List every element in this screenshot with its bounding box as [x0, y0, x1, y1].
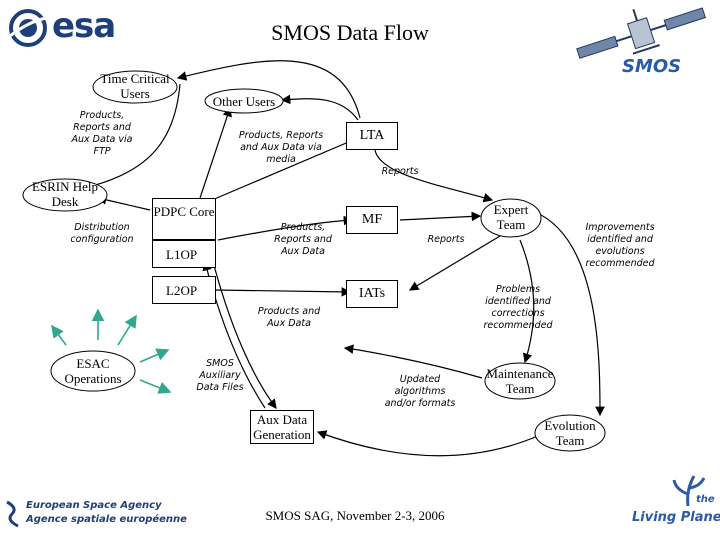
living-planet-the: the — [696, 494, 715, 505]
arrow-maintenance-pdpc — [343, 344, 483, 379]
l1op-label: L1OP — [166, 247, 198, 262]
aux-data-generation-label: Aux Data Generation — [253, 412, 311, 442]
esa-logo-mark-icon — [9, 9, 47, 47]
arrow-pdpc-auxgen — [209, 249, 277, 409]
maintenance-team-label: Maintenance Team — [486, 366, 554, 396]
other-users-label: Other Users — [212, 94, 276, 109]
expert-team-label: Expert Team — [493, 202, 529, 232]
l1op-node — [152, 240, 216, 268]
agency-name-en: European Space Agency — [26, 500, 162, 511]
time-critical-users-node — [92, 70, 178, 104]
living-planet-logo: the Living Planet — [632, 472, 720, 534]
l2op-node — [152, 276, 216, 304]
arrow-pdpc-esrin — [96, 195, 151, 211]
edge-label-ftp: Products, Reports and Aux Data via FTP — [71, 110, 133, 157]
arrow-problems — [519, 239, 535, 364]
smos-logo-text: SMOS — [622, 56, 682, 77]
event-caption: SMOS SAG, November 2-3, 2006 — [265, 508, 445, 523]
arrow-to-time-critical-users — [176, 60, 361, 119]
esac-operations-label: ESAC Operations — [64, 356, 122, 386]
iats-node — [346, 280, 398, 308]
maintenance-team-node — [484, 362, 556, 400]
edge-label-improvements: Improvements identified and evolutions r… — [585, 222, 655, 269]
arrow-evolution-auxgen — [316, 430, 541, 457]
agency-name-fr: Agence spatiale européenne — [26, 514, 187, 525]
arrow-ftp — [91, 83, 181, 187]
satellite-icon — [576, 7, 707, 59]
edge-label-products-reports-aux: Products, Reports and Aux Data — [274, 222, 332, 257]
lta-node — [346, 122, 398, 150]
living-planet-text: Living Planet — [632, 510, 720, 525]
evolution-team-node — [534, 414, 606, 452]
pdpc-core-label: PDPC Core — [153, 204, 215, 219]
time-critical-users-label: Time Critical Users — [100, 71, 170, 101]
aux-data-generation-node — [250, 410, 314, 444]
edge-label-problems: Problems identified and corrections reco… — [483, 284, 553, 331]
arrow-expert-iats — [408, 235, 501, 291]
arrow-media — [199, 106, 232, 199]
teal-arrow-downright — [139, 379, 172, 394]
edge-label-products-aux: Products and Aux Data — [257, 306, 321, 329]
esrin-help-desk-label: ESRIN Help Desk — [31, 179, 99, 209]
edge-label-reports-lta: Reports — [381, 166, 419, 177]
mf-label: MF — [361, 212, 383, 227]
pdpc-core-node — [152, 198, 216, 240]
other-users-node — [204, 88, 284, 114]
mf-node — [346, 206, 398, 234]
lta-label: LTA — [359, 128, 385, 143]
arrow-mf-expert — [399, 211, 482, 222]
edge-label-updated-algorithms: Updated algorithms and/or formats — [384, 374, 456, 409]
esac-operations-node — [50, 350, 136, 392]
teal-arrow-left — [51, 324, 67, 346]
arrow-pdpc-lta — [211, 136, 360, 201]
esrin-help-desk-node — [22, 178, 108, 212]
esa-agency-footer: European Space Agency Agence spatiale eu… — [4, 498, 187, 530]
teal-arrow-right — [139, 348, 170, 363]
arrow-pdpc-mf — [217, 215, 354, 241]
iats-label: IATs — [358, 286, 386, 301]
arrow-l2op-iats — [214, 287, 352, 297]
evolution-team-label: Evolution Team — [544, 418, 596, 448]
page-title: SMOS Data Flow — [271, 20, 429, 45]
esa-logo-text: esa — [52, 6, 116, 46]
arrow-to-other-users — [280, 94, 359, 121]
esa-logo: esa — [6, 6, 136, 48]
edge-label-media: Products, Reports and Aux Data via media — [238, 130, 324, 165]
smos-mission-logo: SMOS — [568, 6, 716, 84]
teal-arrow-upright — [117, 314, 137, 346]
plant-icon — [672, 475, 706, 507]
edge-label-distribution: Distribution configuration — [70, 222, 134, 245]
arrow-lta-reports — [374, 149, 494, 203]
esa-mark-icon — [6, 500, 19, 528]
edge-label-smos-aux-files: SMOS Auxiliary Data Files — [196, 358, 244, 393]
expert-team-node — [480, 198, 542, 238]
arrow-expert-evolution — [534, 211, 605, 417]
edge-label-reports-mf: Reports — [427, 234, 465, 245]
l2op-label: L2OP — [166, 283, 198, 298]
